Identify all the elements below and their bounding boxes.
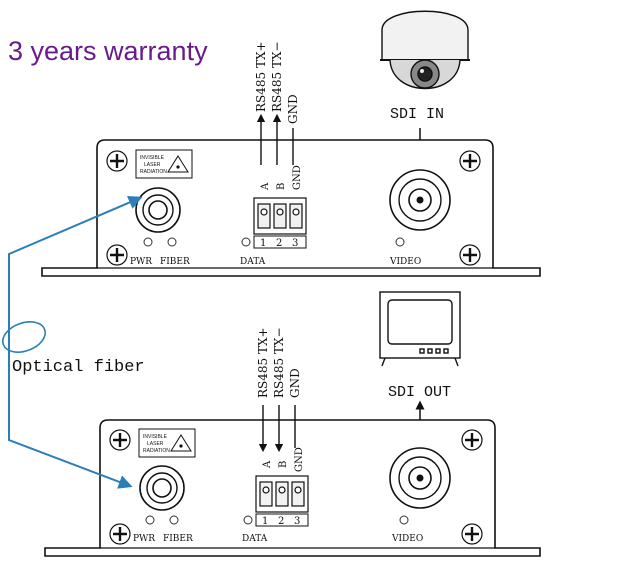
dome-camera-icon	[380, 10, 470, 90]
pin-number: 1	[260, 238, 266, 249]
pin-gnd-label: GND	[294, 447, 305, 472]
data-label: DATA	[242, 534, 268, 544]
pin-number: 1	[262, 516, 268, 527]
pin-b-label: B	[276, 183, 287, 190]
pwr-label: PWR	[133, 534, 155, 544]
optical-fiber-cable	[1, 195, 143, 489]
pwr-led	[143, 237, 153, 247]
video-label: VIDEO	[391, 534, 423, 544]
fiber-led	[167, 237, 177, 247]
pwr-label: PWR	[130, 257, 152, 267]
warranty-label: 3 years warranty	[8, 36, 208, 66]
pin-b-label: B	[278, 461, 289, 468]
laser-warning-label: INVISIBLE LASER RADIATION	[138, 428, 196, 458]
laser-warning-line: LASER	[147, 441, 164, 447]
pin-number: 2	[278, 516, 284, 527]
screw-icon	[109, 429, 483, 545]
laser-warning-label: INVISIBLE LASER RADIATION	[135, 149, 193, 179]
rs485-tx-plus-label: RS485 TX+	[256, 327, 270, 398]
monitor-icon	[379, 291, 461, 367]
pin-number: 3	[292, 238, 298, 249]
fiber-led	[169, 515, 179, 525]
transmitter-unit: SDI IN INVISIBLE LASER RADIATION	[41, 10, 541, 277]
sdi-in-label: SDI IN	[390, 106, 444, 123]
laser-warning-line: INVISIBLE	[143, 434, 168, 440]
gnd-wire-label: GND	[286, 94, 300, 124]
screw-icon	[106, 150, 481, 266]
bnc-video-port[interactable]	[389, 447, 451, 509]
laser-warning-line: INVISIBLE	[140, 155, 165, 161]
laser-warning-line: RADIATION	[140, 169, 167, 175]
receiver-unit: SDI OUT INVISIBLE LASER RADIATION	[44, 291, 541, 557]
fiber-label: FIBER	[160, 257, 190, 267]
sdi-out-label: SDI OUT	[388, 384, 451, 401]
bnc-video-port[interactable]	[389, 169, 451, 231]
data-led	[241, 237, 251, 247]
pwr-led	[145, 515, 155, 525]
rs485-tx-minus-label: RS485 TX−	[272, 327, 286, 398]
pin-number: 2	[276, 238, 282, 249]
pin-a-label: A	[260, 182, 271, 191]
gnd-wire-label: GND	[288, 368, 302, 398]
data-label: DATA	[240, 257, 266, 267]
fiber-port[interactable]	[135, 187, 181, 233]
video-led	[399, 515, 409, 525]
video-led	[395, 237, 405, 247]
optical-fiber-label: Optical fiber	[12, 358, 145, 377]
laser-warning-line: LASER	[144, 162, 161, 168]
laser-warning-line: RADIATION	[143, 448, 170, 454]
fiber-port[interactable]	[139, 465, 185, 511]
rs485-tx-plus-label: RS485 TX+	[254, 41, 268, 112]
data-led	[243, 515, 253, 525]
pin-gnd-label: GND	[292, 165, 303, 190]
pin-a-label: A	[262, 460, 273, 469]
fiber-label: FIBER	[163, 534, 193, 544]
pin-number: 3	[294, 516, 300, 527]
video-label: VIDEO	[389, 257, 421, 267]
rs485-tx-minus-label: RS485 TX−	[270, 41, 284, 112]
data-terminal-block[interactable]	[253, 197, 307, 235]
data-terminal-block[interactable]	[255, 475, 309, 513]
